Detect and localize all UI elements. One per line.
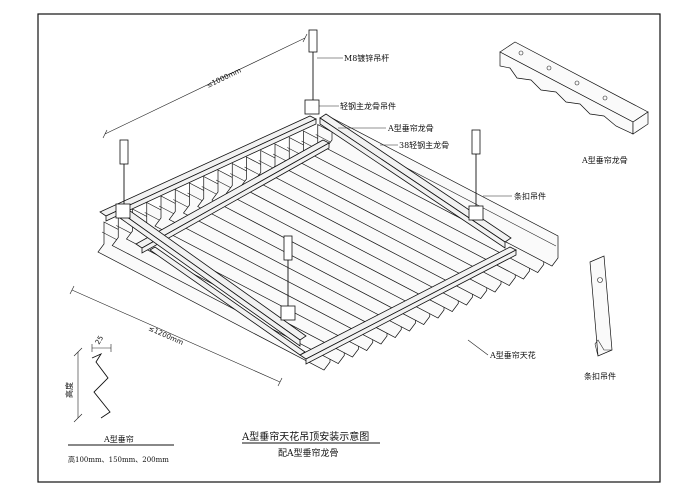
label-m8-rod: M8镀锌吊杆 — [344, 53, 389, 63]
dimension-lines — [69, 33, 308, 387]
dim-spacing-top: ≤1000mm — [205, 66, 242, 89]
label-light-hanger: 轻钢主龙骨吊件 — [340, 101, 396, 111]
label-a-keel-detail: A型垂帘龙骨 — [581, 155, 628, 165]
label-keel-38: 38轻钢主龙骨 — [399, 140, 449, 150]
label-a-keel-main: A型垂帘龙骨 — [387, 123, 434, 133]
a-keel-rails — [99, 115, 517, 365]
label-a-ceiling: A型垂帘天花 — [489, 350, 536, 360]
label-clip-hanger-main: 条扣吊件 — [514, 191, 546, 201]
label-profile-name: A型垂帘 — [103, 434, 134, 444]
drawing-subtitle: 配A型垂帘龙骨 — [278, 447, 339, 459]
ceiling-assembly: ≤1000mm ≤1200mm M8镀锌吊杆 轻钢主龙骨吊件 A型垂帘龙骨 38… — [69, 29, 559, 387]
a-profile-detail — [68, 344, 174, 446]
drawing-title: A型垂帘天花吊顶安装示意图 — [241, 430, 369, 443]
label-height: 高度 — [64, 382, 74, 398]
dim-profile-width: 25 — [94, 334, 105, 346]
dim-spacing-bottom: ≤1200mm — [147, 325, 185, 348]
leader-lines — [317, 57, 512, 356]
clip-hanger-detail — [589, 255, 613, 357]
a-keel-detail — [499, 41, 649, 135]
sheet-border — [37, 13, 661, 483]
label-clip-hanger-detail: 条扣吊件 — [584, 371, 616, 381]
hanger-rods — [115, 29, 484, 321]
main-keel-38 — [119, 113, 512, 347]
label-profile-heights: 高100mm、150mm、200mm — [68, 455, 169, 464]
